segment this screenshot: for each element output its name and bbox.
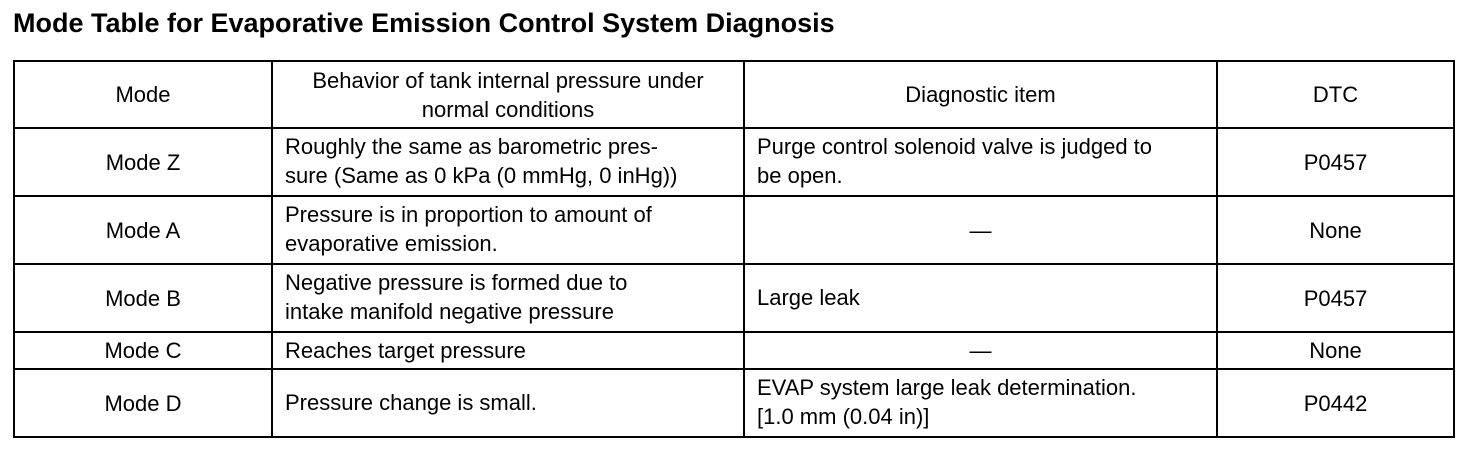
cell-behavior: Pressure is in proportion to amount of e… bbox=[271, 195, 745, 265]
cell-behavior-line: Negative pressure is formed due to bbox=[285, 270, 628, 295]
header-behavior: Behavior of tank internal pressure under… bbox=[271, 60, 745, 129]
cell-behavior: Pressure change is small. bbox=[271, 368, 745, 438]
page-title: Mode Table for Evaporative Emission Cont… bbox=[13, 8, 835, 38]
table-row: Mode B Negative pressure is formed due t… bbox=[13, 263, 1455, 333]
cell-diagnostic-item: — bbox=[743, 195, 1218, 265]
cell-dtc: None bbox=[1216, 331, 1455, 370]
cell-dtc: P0442 bbox=[1216, 368, 1455, 438]
cell-diagnostic-line: EVAP system large leak determination. bbox=[757, 375, 1137, 400]
cell-diagnostic-line: Purge control solenoid valve is judged t… bbox=[757, 134, 1153, 159]
table-row: Mode Z Roughly the same as barometric pr… bbox=[13, 127, 1455, 197]
cell-behavior: Roughly the same as barometric pres- sur… bbox=[271, 127, 745, 197]
table-header-row: Mode Behavior of tank internal pressure … bbox=[13, 60, 1455, 129]
cell-behavior: Negative pressure is formed due to intak… bbox=[271, 263, 745, 333]
cell-behavior-line: Pressure is in proportion to amount of bbox=[285, 202, 652, 227]
cell-mode: Mode C bbox=[13, 331, 273, 370]
cell-behavior-line: sure (Same as 0 kPa (0 mmHg, 0 inHg)) bbox=[285, 163, 678, 188]
cell-mode: Mode Z bbox=[13, 127, 273, 197]
cell-diagnostic-item: Purge control solenoid valve is judged t… bbox=[743, 127, 1218, 197]
cell-diagnostic-item: Large leak bbox=[743, 263, 1218, 333]
cell-mode: Mode D bbox=[13, 368, 273, 438]
header-behavior-line: normal conditions bbox=[421, 96, 595, 122]
cell-dtc: P0457 bbox=[1216, 263, 1455, 333]
cell-diagnostic-line: [1.0 mm (0.04 in)] bbox=[757, 404, 930, 429]
header-behavior-line: Behavior of tank internal pressure under bbox=[312, 67, 704, 93]
cell-behavior-line: Roughly the same as barometric pres- bbox=[285, 134, 658, 159]
cell-behavior-line: intake manifold negative pressure bbox=[285, 299, 614, 324]
cell-dtc: None bbox=[1216, 195, 1455, 265]
table-row: Mode A Pressure is in proportion to amou… bbox=[13, 195, 1455, 265]
cell-diagnostic-item: — bbox=[743, 331, 1218, 370]
header-diagnostic-item: Diagnostic item bbox=[743, 60, 1218, 129]
cell-behavior: Reaches target pressure bbox=[271, 331, 745, 370]
cell-diagnostic-item: EVAP system large leak determination. [1… bbox=[743, 368, 1218, 438]
cell-behavior-line: evaporative emission. bbox=[285, 231, 498, 256]
table-row: Mode D Pressure change is small. EVAP sy… bbox=[13, 368, 1455, 438]
cell-diagnostic-line: be open. bbox=[757, 163, 843, 188]
table-row: Mode C Reaches target pressure — None bbox=[13, 331, 1455, 370]
cell-mode: Mode A bbox=[13, 195, 273, 265]
header-dtc: DTC bbox=[1216, 60, 1455, 129]
header-mode: Mode bbox=[13, 60, 273, 129]
cell-mode: Mode B bbox=[13, 263, 273, 333]
cell-dtc: P0457 bbox=[1216, 127, 1455, 197]
mode-table: Mode Behavior of tank internal pressure … bbox=[13, 60, 1455, 438]
